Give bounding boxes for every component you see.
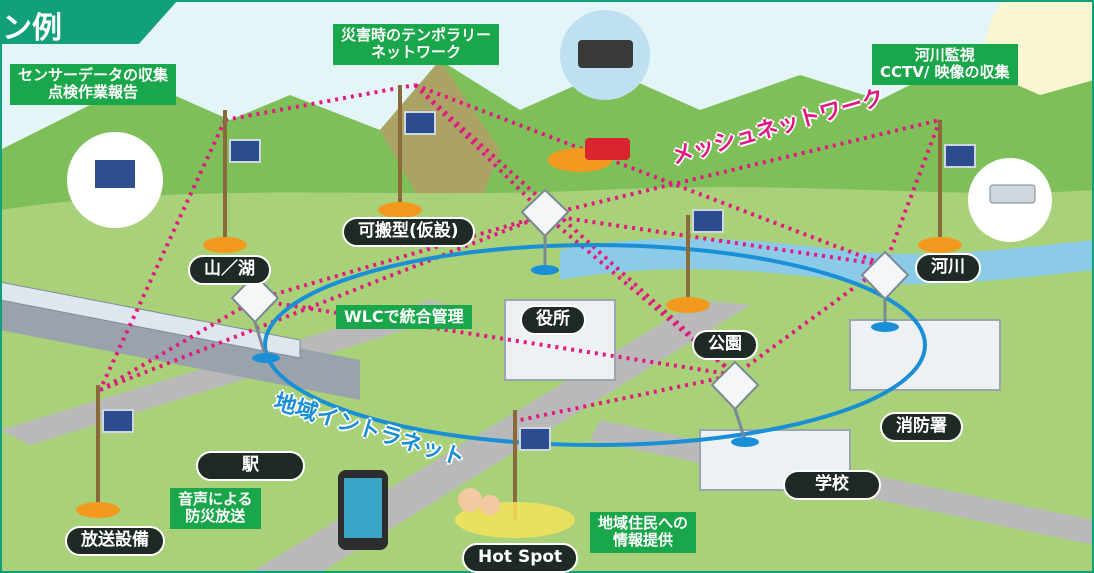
resident-figure-icon xyxy=(480,495,500,515)
voice-broadcast-line-2: 防災放送 xyxy=(185,507,246,526)
access-point xyxy=(230,273,280,363)
portable-label: 可搬型(仮設) xyxy=(342,217,475,247)
solar-pole xyxy=(76,385,134,518)
residents-info-line-2: 情報提供 xyxy=(613,531,674,550)
solar-pole xyxy=(378,85,436,218)
park-label: 公園 xyxy=(692,330,758,360)
intranet-ring xyxy=(263,243,927,447)
mesh-links xyxy=(98,83,942,422)
worker-icon xyxy=(95,160,135,188)
access-point xyxy=(860,250,910,332)
school-label: 学校 xyxy=(783,470,881,500)
rescue-vehicle-icon xyxy=(585,138,630,160)
residents-info-label: 地域住民への 情報提供 xyxy=(590,512,697,553)
landslide-slope xyxy=(380,60,500,230)
resident-figure-icon xyxy=(458,488,482,512)
train xyxy=(0,281,301,359)
corner-title: ン例 xyxy=(2,11,62,46)
video-camera-icon xyxy=(578,40,633,68)
river-monitoring-line-1: 河川監視 xyxy=(914,46,975,64)
solar-pole xyxy=(918,120,976,253)
sensor-data-line-1: センサーデータの収集 xyxy=(18,66,169,84)
temporary-network-line-1: 災害時のテンポラリー xyxy=(341,26,492,44)
solar-pole xyxy=(203,110,261,253)
corner-title-band: ン例 xyxy=(0,0,178,44)
cctv-camera-icon xyxy=(989,184,1036,204)
wlc-management-label: WLCで統合管理 xyxy=(336,305,472,330)
city-hall-label: 役所 xyxy=(520,305,586,335)
river-label: 河川 xyxy=(915,253,981,283)
access-point xyxy=(520,188,570,275)
river-monitoring-label: 河川監視 CCTV/ 映像の収集 xyxy=(872,44,1018,85)
fire-station-label: 消防署 xyxy=(880,412,963,442)
sensor-data-line-2: 点検作業報告 xyxy=(48,83,139,102)
hot-spot-label: Hot Spot xyxy=(462,543,579,573)
access-point xyxy=(710,360,760,447)
temporary-network-line-2: ネットワーク xyxy=(371,43,462,62)
station-label: 駅 xyxy=(196,451,305,481)
residents-info-line-1: 地域住民への xyxy=(598,514,689,532)
mountain-lake-label: 山／湖 xyxy=(188,255,271,285)
solar-pole xyxy=(666,209,724,313)
river-monitoring-line-2: CCTV/ 映像の収集 xyxy=(880,63,1010,82)
voice-broadcast-label: 音声による 防災放送 xyxy=(170,488,261,529)
sensor-data-label: センサーデータの収集 点検作業報告 xyxy=(10,64,177,105)
smartphone-screen xyxy=(344,478,382,538)
broadcast-equipment-label: 放送設備 xyxy=(65,526,165,556)
voice-broadcast-line-1: 音声による xyxy=(178,490,253,508)
temporary-network-label: 災害時のテンポラリー ネットワーク xyxy=(333,24,500,65)
